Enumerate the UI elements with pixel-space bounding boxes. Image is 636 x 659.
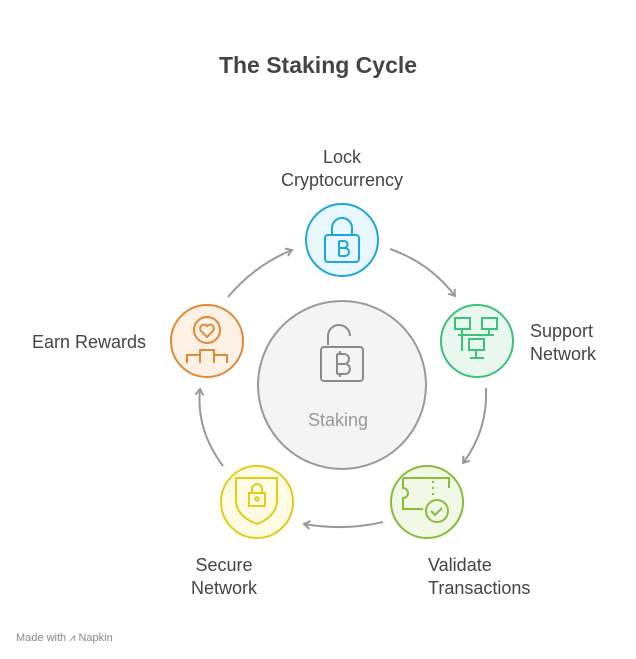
label-line: Support — [530, 321, 594, 341]
diagram-title: The Staking Cycle — [218, 52, 418, 78]
label-earn-rewards: Earn Rewards — [32, 332, 147, 352]
label-line: Network — [190, 578, 257, 598]
label-line: Network — [530, 344, 597, 364]
node-lock-cryptocurrency — [305, 203, 379, 277]
node-secure-network — [220, 465, 294, 539]
unlocked-bitcoin-icon — [320, 324, 364, 382]
heart-podium-icon — [186, 316, 228, 363]
label-line: Transactions — [428, 578, 531, 598]
arrow-lock-to-support — [389, 248, 457, 298]
bitcoin-lock-icon — [324, 217, 360, 263]
arrow-earn-to-lock — [227, 247, 294, 298]
ticket-check-icon — [402, 477, 450, 523]
footer-text: Made with — [16, 632, 67, 644]
shield-lock-icon — [235, 477, 278, 526]
footer-brand[interactable]: Napkin — [78, 632, 113, 644]
arrow-validate-to-secure — [302, 520, 384, 530]
center-label: Staking — [308, 410, 369, 430]
label-support-network: Support Network — [530, 320, 596, 366]
arrow-secure-to-earn — [194, 387, 224, 467]
label-secure-network: Secure Network — [168, 554, 280, 600]
label-line: Validate — [428, 555, 492, 575]
node-validate-transactions — [390, 465, 464, 539]
label-line: Lock — [322, 147, 362, 167]
network-computers-icon — [454, 317, 498, 359]
node-earn-rewards — [170, 304, 244, 378]
label-line: Secure — [195, 555, 253, 575]
node-support-network — [440, 304, 514, 378]
center-staking-node — [257, 300, 427, 470]
napkin-logo-icon: ⩘ — [69, 632, 76, 644]
label-validate-transactions: Validate Transactions — [428, 554, 530, 600]
label-line: Cryptocurrency — [280, 170, 404, 190]
footer: Made with ⩘ Napkin — [16, 632, 113, 645]
arrow-support-to-validate — [461, 387, 488, 465]
label-lock-cryptocurrency: Lock Cryptocurrency — [262, 146, 422, 192]
